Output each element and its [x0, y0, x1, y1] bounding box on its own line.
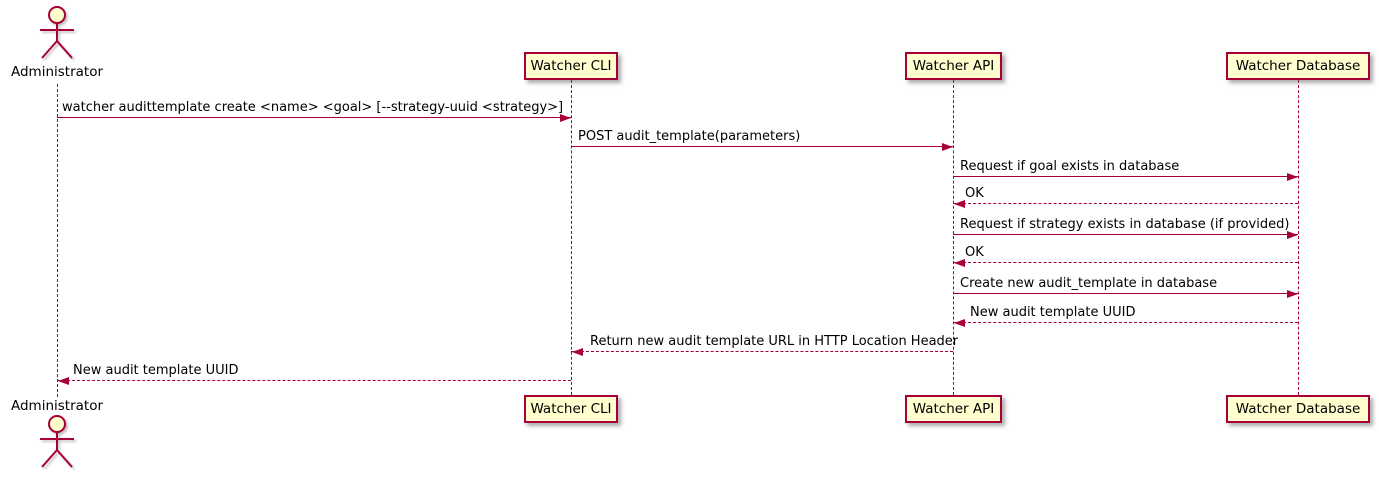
participant-watcher-database-top: Watcher Database — [1226, 52, 1370, 80]
actor-icon — [40, 6, 74, 59]
arrowhead-icon — [954, 319, 965, 327]
arrowhead-icon — [572, 348, 583, 356]
message-label: watcher audittemplate create <name> <goa… — [62, 100, 564, 115]
message-arrow — [953, 234, 1298, 235]
message-arrow — [953, 203, 1298, 204]
message-label: Request if goal exists in database — [960, 159, 1180, 174]
message-arrow — [57, 380, 571, 381]
arrowhead-icon — [1287, 290, 1298, 298]
participant-watcher-cli-bottom: Watcher CLI — [524, 395, 618, 423]
actor-icon — [40, 415, 74, 468]
actor-label-administrator-top: Administrator — [10, 64, 104, 80]
message-label: Request if strategy exists in database (… — [960, 217, 1290, 232]
message-arrow — [953, 262, 1298, 263]
arrowhead-icon — [1287, 173, 1298, 181]
arrowhead-icon — [1287, 231, 1298, 239]
arrowhead-icon — [58, 377, 69, 385]
arrowhead-icon — [560, 114, 571, 122]
message-arrow — [571, 351, 953, 352]
arrowhead-icon — [954, 200, 965, 208]
participant-watcher-cli-top: Watcher CLI — [524, 52, 618, 80]
participant-watcher-database-bottom: Watcher Database — [1226, 395, 1370, 423]
arrowhead-icon — [954, 259, 965, 267]
message-label: Return new audit template URL in HTTP Lo… — [590, 334, 959, 349]
actor-label-administrator-bottom: Administrator — [10, 398, 104, 414]
lifeline-watcher-cli — [571, 80, 572, 395]
lifeline-watcher-api — [953, 80, 954, 395]
message-arrow — [953, 293, 1298, 294]
participant-watcher-api-bottom: Watcher API — [905, 395, 1002, 423]
message-arrow — [953, 322, 1298, 323]
message-label: OK — [965, 186, 984, 201]
message-label: New audit template UUID — [73, 363, 239, 378]
message-arrow — [57, 117, 571, 118]
message-label: OK — [965, 245, 984, 260]
lifeline-watcher-database — [1298, 80, 1299, 395]
message-arrow — [571, 146, 953, 147]
message-label: POST audit_template(parameters) — [578, 129, 801, 144]
participant-watcher-api-top: Watcher API — [905, 52, 1002, 80]
message-label: Create new audit_template in database — [960, 276, 1218, 291]
message-label: New audit template UUID — [970, 305, 1136, 320]
arrowhead-icon — [942, 143, 953, 151]
message-arrow — [953, 176, 1298, 177]
lifeline-administrator — [57, 84, 58, 397]
